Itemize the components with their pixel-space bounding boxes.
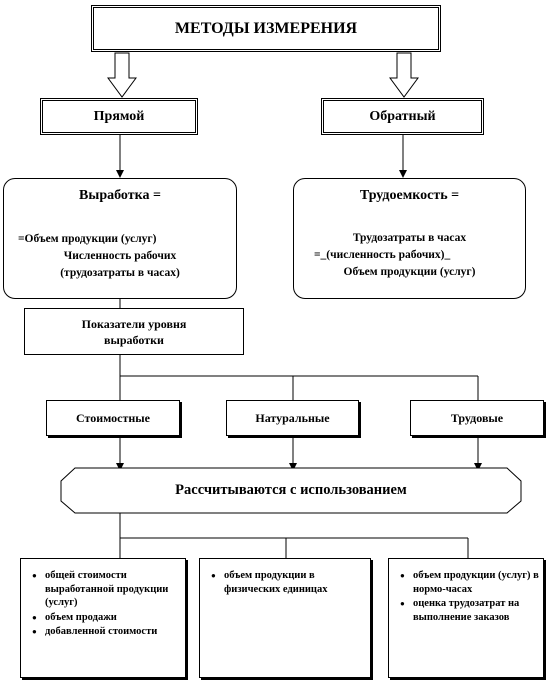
indicators-line-2: выработки: [104, 332, 164, 347]
output-formula-numerator: =Объем продукции (услуг): [18, 233, 157, 245]
list-cost-item: объем продажи: [32, 611, 181, 625]
block-arrow-left: [107, 52, 137, 98]
list-labor-box: объем продукции (услуг) в нормо-часах оц…: [388, 558, 544, 678]
title-box: МЕТОДЫ ИЗМЕРЕНИЯ: [91, 5, 441, 52]
laborintensity-formula-box: Трудоемкость = Трудозатраты в часах =_(ч…: [293, 178, 526, 299]
calculated-label: Рассчитываются с использованием: [175, 482, 407, 498]
laborintensity-formula-title: Трудоемкость =: [359, 188, 460, 203]
laborintensity-denominator: Объем продукции (услуг): [343, 266, 476, 278]
direct-method-box: Прямой: [40, 98, 198, 135]
direct-method-label: Прямой: [93, 108, 145, 124]
list-cost-item: добавленной стоимости: [32, 625, 181, 639]
list-labor-item: оценка трудозатрат на выполнение заказов: [400, 597, 539, 624]
inverse-method-box: Обратный: [321, 98, 484, 135]
indicators-line-1: Показатели уровня: [81, 316, 187, 331]
type-natural-box: Натуральные: [226, 400, 359, 436]
type-labor-box: Трудовые: [410, 400, 544, 436]
output-formula-box: Выработка = =Объем продукции (услуг) Чис…: [3, 178, 237, 299]
list-labor-item: объем продукции (услуг) в нормо-часах: [400, 569, 539, 596]
list-cost-item: общей стоимости выработанной продукции (…: [32, 569, 181, 610]
type-cost-box: Стоимостные: [46, 400, 180, 436]
output-formula-denominator-1: Численность рабочих: [63, 250, 177, 262]
laborintensity-numerator-2: =_(численность рабочих)_: [314, 249, 451, 261]
type-labor-label: Трудовые: [450, 410, 504, 425]
block-arrow-right: [389, 52, 419, 98]
calculated-shape: [60, 467, 522, 514]
output-formula-denominator-2: (трудозатраты в часах): [60, 267, 180, 279]
list-cost-box: общей стоимости выработанной продукции (…: [20, 558, 186, 678]
list-natural-item: объем продукции в физических единицах: [211, 569, 366, 596]
laborintensity-numerator-1: Трудозатраты в часах: [352, 232, 467, 244]
list-natural-box: объем продукции в физических единицах: [199, 558, 371, 678]
inverse-method-label: Обратный: [369, 108, 436, 124]
title-text: МЕТОДЫ ИЗМЕРЕНИЯ: [174, 19, 358, 37]
output-formula-title: Выработка =: [79, 188, 161, 203]
indicators-box: Показатели уровня выработки: [24, 308, 244, 355]
type-natural-label: Натуральные: [255, 410, 330, 425]
type-cost-label: Стоимостные: [75, 410, 150, 425]
